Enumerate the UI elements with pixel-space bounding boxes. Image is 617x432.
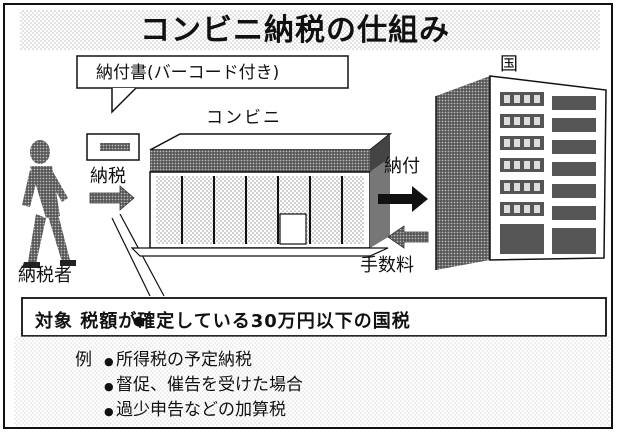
tax-slip-label: 納付書(バーコード付き) [96, 63, 280, 83]
payment-label: 納付 [384, 156, 420, 177]
payment-arrow [378, 186, 428, 212]
callout-pointer [111, 87, 137, 114]
taxpayer-label: 納税者 [18, 265, 72, 286]
example-bullet: ● [104, 355, 114, 368]
store-label: コンビニ [206, 108, 282, 128]
page-title: コンビニ納税の仕組み [140, 13, 450, 48]
fee-label: 手数料 [360, 255, 414, 276]
outer-frame [3, 3, 613, 429]
fee-arrow [387, 225, 429, 249]
example-item: 過少申告などの加算税 [116, 400, 286, 420]
tax-arrow [89, 185, 135, 211]
examples-background [14, 336, 610, 426]
country-label: 国 [500, 54, 518, 75]
example-item: 所得税の予定納税 [116, 350, 252, 370]
example-bullet: ● [104, 380, 114, 393]
example-item: 督促、催告を受けた場合 [116, 375, 303, 395]
barcode-slip-icon [86, 133, 140, 161]
convenience-store-icon [130, 133, 393, 257]
title-background [20, 10, 600, 50]
example-label: 例 [75, 350, 92, 370]
government-building-icon [435, 75, 607, 270]
example-bullet: ● [104, 405, 114, 418]
callout-box [76, 55, 349, 89]
pointer-line [111, 217, 151, 297]
tax-label: 納税 [90, 166, 126, 187]
scope-bullet: ● [133, 314, 145, 329]
scope-header: 対象 税額が確定している30万円以下の国税 [35, 311, 411, 332]
taxpayer-figure-icon [22, 140, 76, 268]
